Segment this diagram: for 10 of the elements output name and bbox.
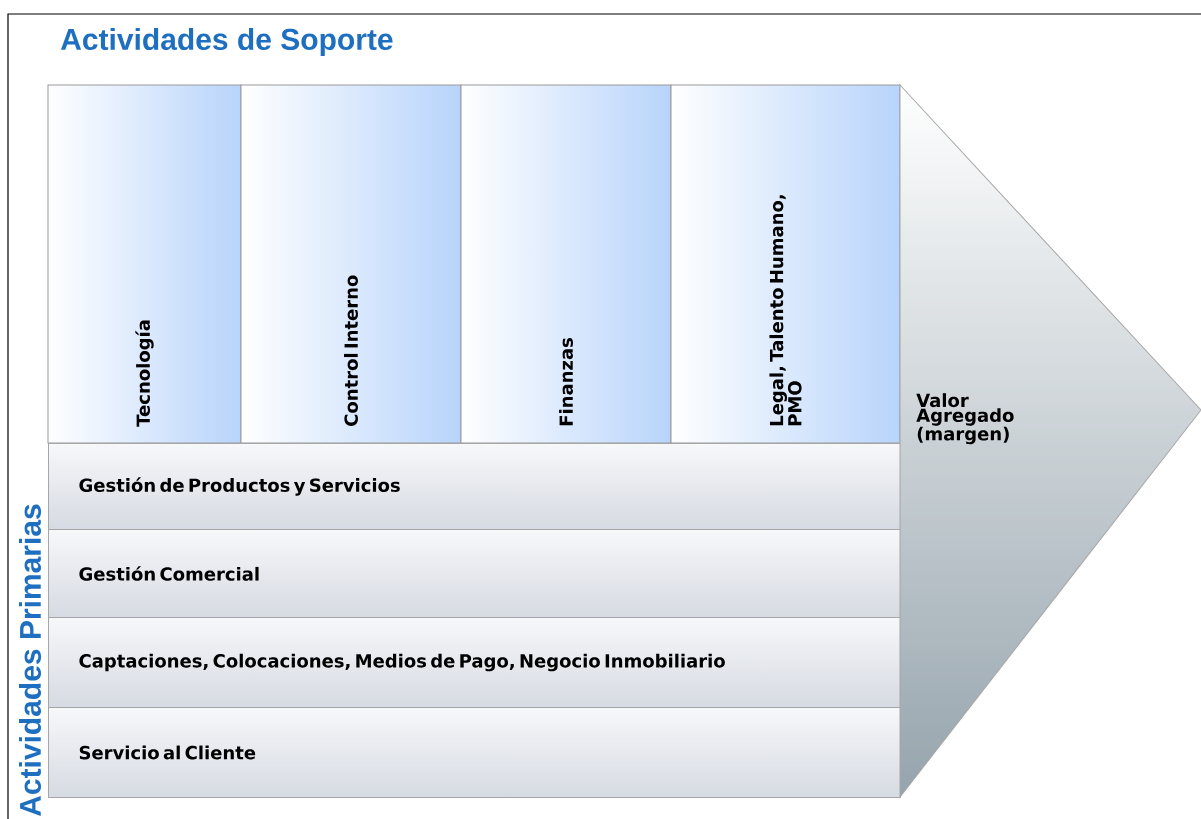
support-column: Legal, Talento Humano, PMO (670, 84, 901, 444)
primary-row: Gestión de Productos y Servicios (48, 443, 901, 530)
section-heading: Actividades de Soporte (60, 28, 393, 56)
primary-row: Captaciones, Colocaciones, Medios de Pago, Negocio Inmobiliario (48, 617, 901, 708)
primary-row: Servicio al Cliente (48, 707, 901, 798)
section-heading: Actividades Primarias (19, 504, 41, 817)
support-column: Control Interno (240, 84, 462, 444)
support-column: Finanzas (460, 84, 672, 444)
primary-row: Gestión Comercial (48, 529, 901, 618)
support-column: Tecnología (47, 84, 242, 444)
